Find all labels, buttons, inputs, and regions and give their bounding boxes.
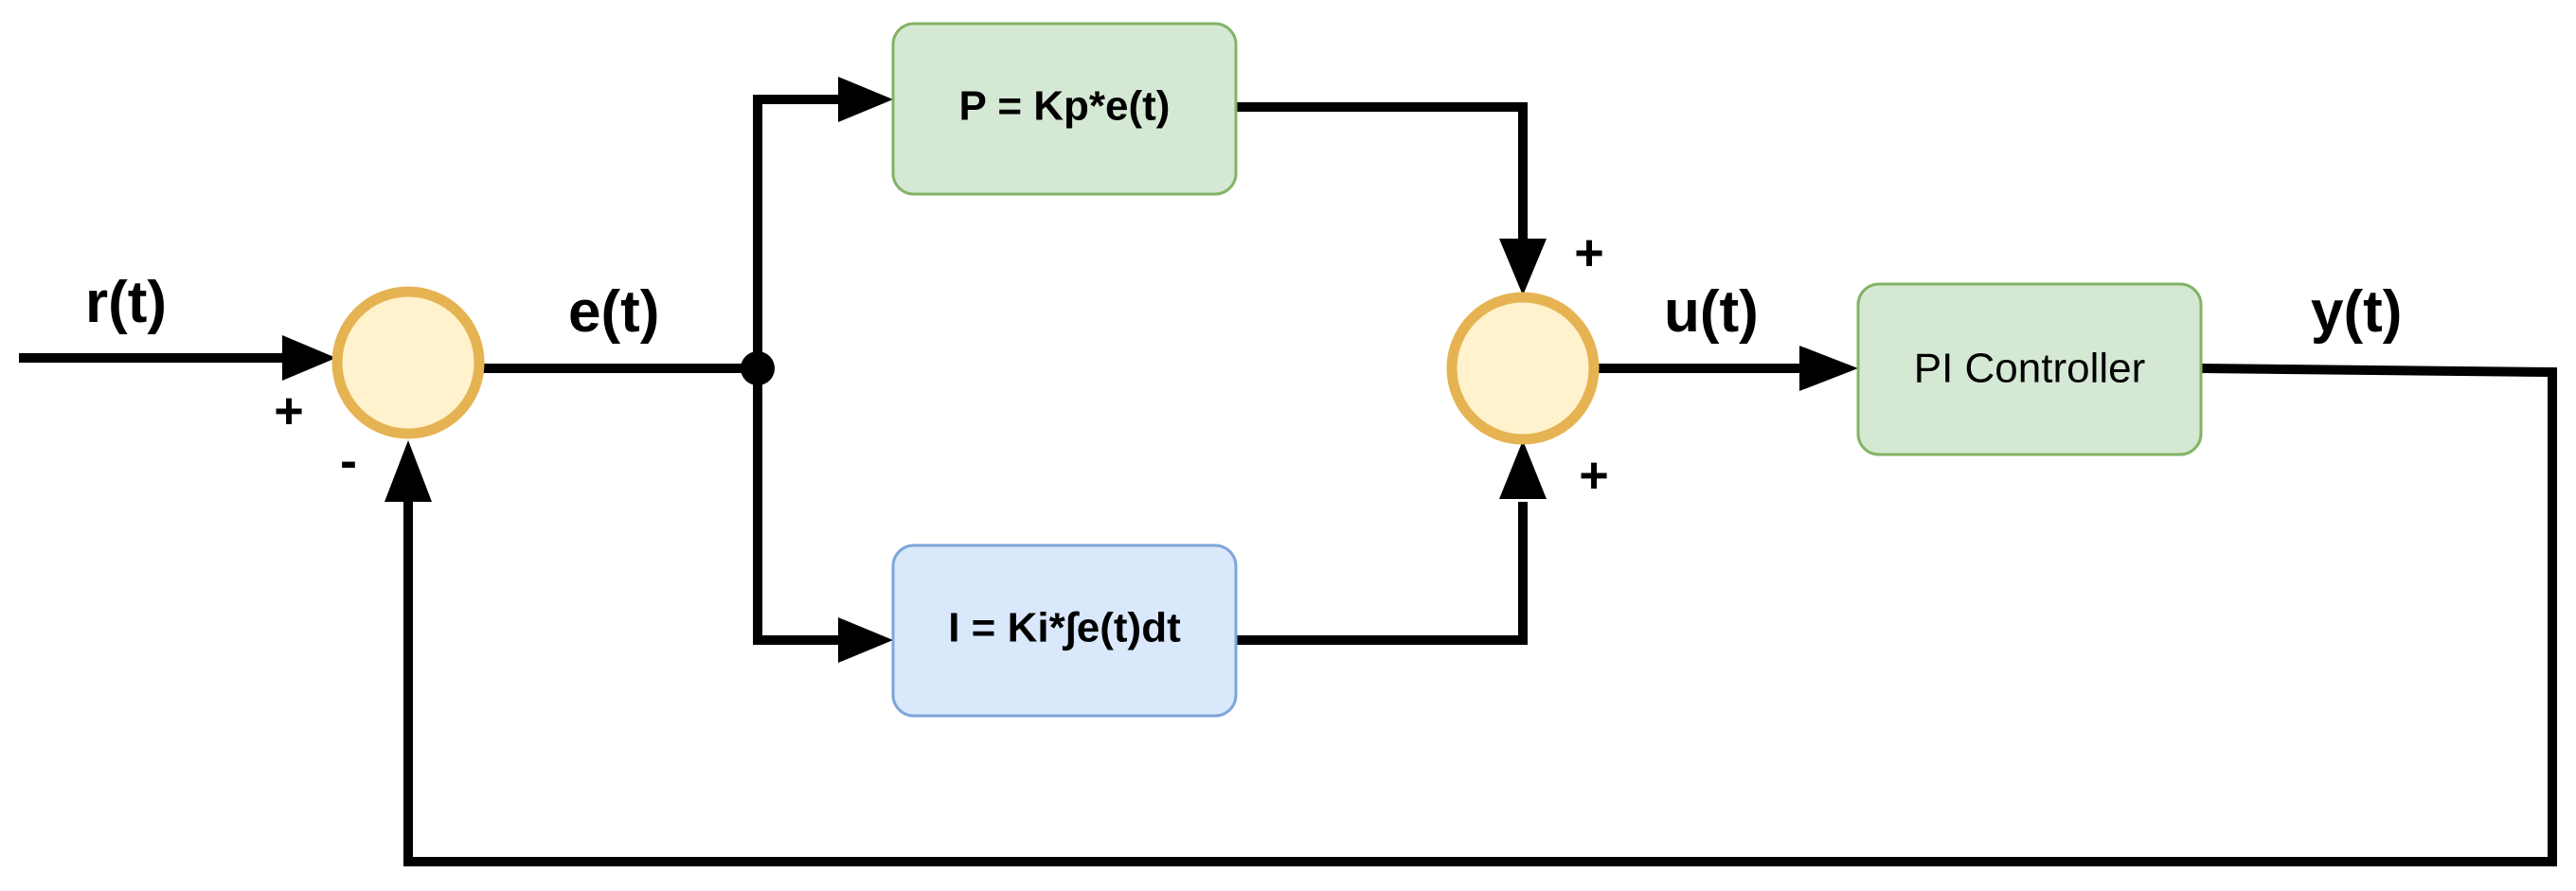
- sum-bottom-arrowhead: [1499, 440, 1547, 499]
- control-signal-label: u(t): [1664, 279, 1759, 345]
- output-signal-label: y(t): [2311, 279, 2402, 345]
- pi-controller-block-label: PI Controller: [1914, 346, 2146, 392]
- proportional-branch-wire: [753, 95, 838, 368]
- sum1-plus-sign: +: [274, 383, 304, 439]
- feedback-wire: [403, 364, 2557, 866]
- proportional-output-wire: [1236, 102, 1528, 241]
- error-signal-label: e(t): [568, 279, 659, 345]
- integral-block: [891, 544, 1238, 718]
- sum-top-arrowhead: [1499, 239, 1547, 295]
- integral-arrowhead: [838, 617, 893, 663]
- integral-output-wire: [1236, 502, 1528, 645]
- reference-signal-label: r(t): [85, 270, 167, 335]
- error-summing-junction: [331, 286, 485, 439]
- integral-branch-wire: [753, 368, 838, 645]
- reference-arrowhead: [282, 335, 336, 381]
- control-signal-arrowhead: [1799, 346, 1858, 391]
- sum2-bottom-plus-sign: +: [1579, 447, 1609, 504]
- proportional-block: [891, 22, 1238, 196]
- integral-block-label: I = Ki*∫e(t)dt: [948, 605, 1181, 651]
- pi-controller-block: [1856, 282, 2203, 456]
- output-summing-junction: [1446, 292, 1600, 445]
- feedback-arrowhead: [385, 440, 432, 502]
- proportional-block-label: P = Kp*e(t): [959, 83, 1171, 130]
- branch-point: [741, 351, 775, 385]
- sum2-top-plus-sign: +: [1574, 224, 1604, 281]
- sum1-minus-sign: -: [340, 433, 357, 490]
- proportional-arrowhead: [838, 77, 893, 122]
